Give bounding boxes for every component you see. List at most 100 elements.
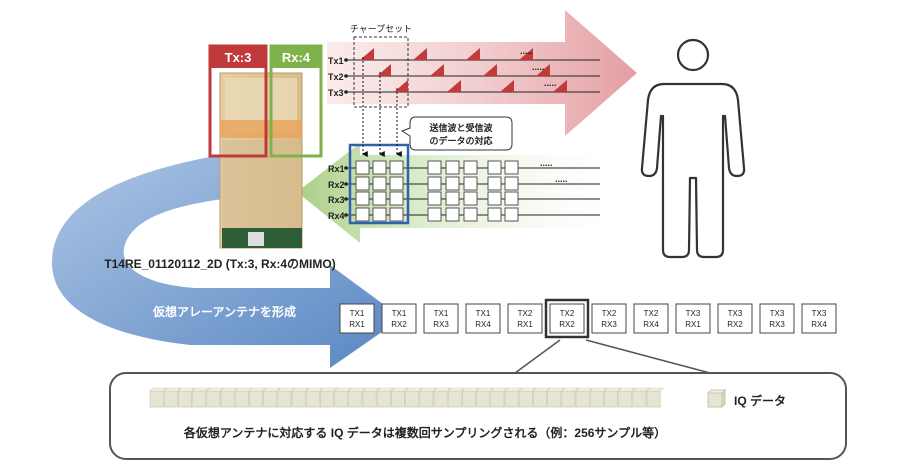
iq-sample-cube — [262, 387, 281, 408]
iq-sample-cube — [589, 387, 608, 408]
iq-sample-cube — [561, 387, 579, 408]
tx-box-label: Tx:3 — [225, 50, 252, 65]
iq-sample-cube — [305, 387, 324, 408]
chirp-icon — [413, 48, 427, 60]
board-caption: T14RE_01120112_2D (Tx:3, Rx:4のMIMO) — [104, 257, 335, 271]
chirp-icon — [519, 48, 533, 60]
pair-rx-label: RX3 — [601, 320, 617, 329]
iq-sample-cube — [248, 387, 267, 408]
iq-sample-cube — [575, 387, 593, 408]
callout-box — [400, 116, 513, 151]
rx-sample-cell — [372, 207, 387, 222]
rx-sample-cell — [445, 160, 460, 175]
pair-rx-label: RX2 — [727, 320, 743, 329]
chirp-icon — [483, 64, 497, 76]
iq-sample-cube — [319, 387, 338, 408]
pair-rx-label: RX3 — [769, 320, 785, 329]
rx-chirpset-box — [348, 143, 410, 225]
rx-line-label: Rx3 — [328, 195, 345, 205]
rx-sample-cell — [427, 207, 442, 222]
tx-line-dot — [344, 90, 348, 94]
tx-line-label: Tx2 — [328, 72, 344, 82]
tx-line-dot — [344, 58, 348, 62]
pair-rx-label: RX1 — [685, 320, 701, 329]
iq-sample-cube — [646, 387, 664, 408]
rx-sample-cell — [463, 207, 478, 222]
iq-sample-cube — [277, 387, 295, 408]
rx-sample-cell — [487, 207, 502, 222]
rx-sample-cell — [355, 176, 370, 191]
iq-legend-label: IQ データ — [734, 393, 786, 408]
pair-tx-label: TX2 — [560, 309, 575, 318]
tx-box-label-bg — [210, 46, 266, 68]
tx-line-label: Tx3 — [328, 88, 344, 98]
chirp-icon — [447, 80, 461, 92]
iq-sample-cube — [603, 387, 622, 408]
iq-sample-cube — [419, 387, 437, 408]
highlighted-pair-frame — [544, 298, 590, 339]
pair-rx-label: RX2 — [559, 320, 575, 329]
iq-data-panel — [109, 372, 847, 460]
iq-sample-cube — [206, 387, 224, 408]
rx-sample-cell — [504, 191, 519, 206]
iq-sample-cube — [475, 387, 494, 408]
pair-tx-label: TX2 — [602, 309, 617, 318]
callout-line-1: 送信波と受信波 — [428, 122, 493, 133]
rx-sample-cell — [372, 176, 387, 191]
virtual-antenna-pairs: TX1RX1TX1RX2TX1RX3TX1RX4TX2RX1TX2RX2TX2R… — [339, 298, 837, 339]
rx-line-dot — [344, 213, 348, 217]
pair-rx-label: RX1 — [349, 320, 365, 329]
rx-sample-cell — [504, 160, 519, 175]
rx-sample-cell — [463, 160, 478, 175]
iq-sample-cube — [504, 387, 522, 408]
rx-sample-cell — [427, 191, 442, 206]
rx-sample-cell — [487, 176, 502, 191]
tx-wave-arrow — [327, 10, 637, 136]
chirp-icon — [466, 48, 480, 60]
pair-rx-label: RX2 — [391, 320, 407, 329]
pair-tx-label: TX3 — [686, 309, 701, 318]
rx-sample-cell — [372, 160, 387, 175]
pair-tx-label: TX1 — [476, 309, 491, 318]
radar-board-image — [219, 72, 303, 249]
rx-line-label: Rx2 — [328, 180, 345, 190]
zoom-line-right — [585, 339, 711, 374]
iq-sample-cube — [333, 387, 352, 408]
iq-sample-cube — [177, 387, 196, 408]
chirp-set-box — [353, 36, 409, 108]
pair-tx-label: TX3 — [770, 309, 785, 318]
pair-rx-label: RX4 — [643, 320, 659, 329]
pair-tx-label: TX1 — [350, 309, 365, 318]
tx-line-dot — [344, 74, 348, 78]
iq-sample-cube — [220, 387, 238, 408]
iq-footer-text: 各仮想アンテナに対応する IQ データは複数回サンプリングされる（例：256サン… — [183, 425, 666, 440]
rx-line-label: Rx4 — [328, 211, 345, 221]
pair-tx-label: TX3 — [812, 309, 827, 318]
iq-legend-icon — [706, 388, 727, 409]
zoom-line-left — [514, 339, 561, 374]
iq-sample-cube — [632, 387, 650, 408]
rx-sample-cell — [389, 207, 404, 222]
rx-sample-cell — [463, 176, 478, 191]
iq-sample-cube — [617, 387, 636, 408]
iq-sample-cube — [490, 387, 508, 408]
chirp-icon — [430, 64, 444, 76]
chirp-icon — [536, 64, 550, 76]
rx-sample-cell — [389, 191, 404, 206]
iq-sample-cube — [362, 387, 380, 408]
iq-sample-cube — [376, 387, 395, 408]
pair-tx-label: TX1 — [392, 309, 407, 318]
pair-tx-label: TX1 — [434, 309, 449, 318]
rx-sample-cell — [372, 191, 387, 206]
rx-box-label-bg — [271, 46, 321, 68]
